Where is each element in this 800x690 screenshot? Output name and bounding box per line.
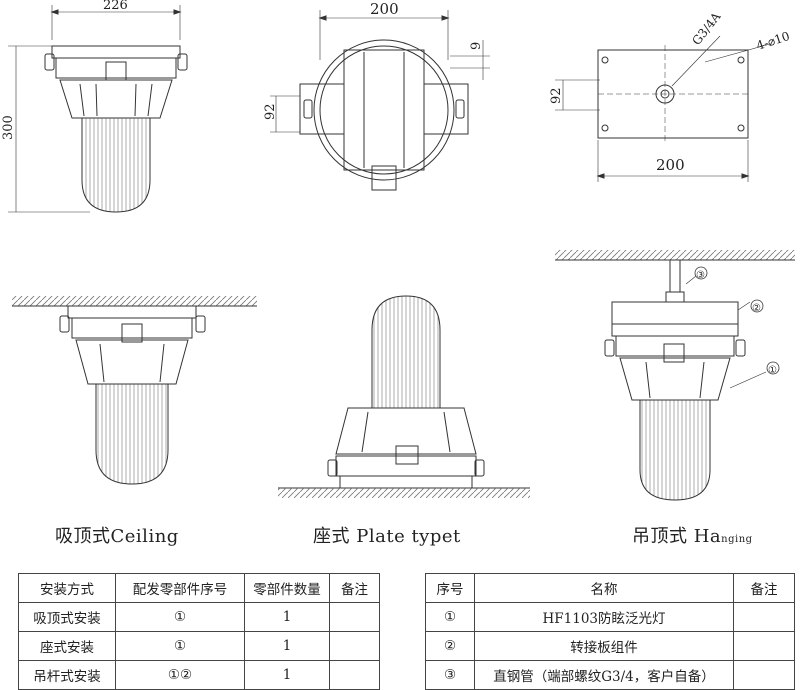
install-cell-qty: 1 <box>244 660 330 690</box>
caption-plate-cn: 座式 <box>313 526 350 547</box>
dim-side-height: 300 <box>1 115 16 140</box>
plate-type-view <box>278 295 530 498</box>
dim-top-offset: 9 <box>469 42 484 50</box>
callout-1: ① <box>768 365 777 376</box>
caption-plate-en: Plate typet <box>356 526 461 547</box>
parts-header-name: 名称 <box>474 573 734 603</box>
table-row: 座式安装 ① 1 <box>18 631 380 661</box>
parts-cell-name: 直钢管（端部螺纹G3/4，客户自备） <box>474 660 734 690</box>
table-row: ① HF1103防眩泛光灯 <box>425 602 795 632</box>
install-cell-qty: 1 <box>244 631 330 661</box>
caption-ceiling-cn: 吸顶式 <box>55 526 111 547</box>
install-cell-method: 吊杆式安装 <box>18 660 116 690</box>
dim-top-height: 92 <box>263 103 278 120</box>
caption-plate: 座式 Plate typet <box>313 522 461 548</box>
parts-cell-note <box>733 602 795 632</box>
install-cell-note <box>329 631 380 661</box>
install-header-method: 安装方式 <box>18 573 116 603</box>
parts-cell-no: ① <box>425 602 475 632</box>
install-cell-qty: 1 <box>244 602 330 632</box>
callout-3: ③ <box>696 270 705 281</box>
parts-table: 序号 名称 备注 ① HF1103防眩泛光灯 ② 转接板组件 ③ 直钢管（端部螺… <box>425 573 795 690</box>
parts-cell-no: ② <box>425 631 475 661</box>
parts-cell-name: HF1103防眩泛光灯 <box>474 602 734 632</box>
install-header-qty: 零部件数量 <box>244 573 330 603</box>
plate-view <box>555 35 771 182</box>
parts-cell-no: ③ <box>425 660 475 690</box>
hanging-mount-view <box>555 250 795 501</box>
parts-table-header: 序号 名称 备注 <box>425 573 795 603</box>
callout-2: ② <box>752 303 761 314</box>
install-cell-method: 吸顶式安装 <box>18 602 116 632</box>
ceiling-mount-view <box>12 296 257 485</box>
install-table: 安装方式 配发零部件序号 零部件数量 备注 吸顶式安装 ① 1 座式安装 ① 1… <box>18 573 380 690</box>
install-cell-parts: ① <box>115 602 245 632</box>
caption-hanging-en-small: nging <box>721 534 753 545</box>
table-row: 吸顶式安装 ① 1 <box>18 602 380 632</box>
side-view <box>8 5 188 213</box>
caption-hanging-cn: 吊顶式 <box>632 526 688 547</box>
table-row: 吊杆式安装 ①② 1 <box>18 660 380 690</box>
install-header-note: 备注 <box>329 573 380 603</box>
top-view <box>270 10 490 191</box>
install-cell-note <box>329 602 380 632</box>
table-row: ② 转接板组件 <box>425 631 795 661</box>
dim-plate-holes: 4-⌀10 <box>755 29 792 53</box>
dim-plate-height: 92 <box>549 87 564 104</box>
install-cell-parts: ①② <box>115 660 245 690</box>
caption-ceiling: 吸顶式Ceiling <box>55 522 179 548</box>
parts-cell-note <box>733 631 795 661</box>
caption-hanging-en-big: Ha <box>693 526 722 547</box>
parts-cell-note <box>733 660 795 690</box>
technical-drawing: 226 300 200 9 92 92 200 G3/4A 4-⌀10 ③ ② … <box>1 0 795 501</box>
dim-plate-thread: G3/4A <box>689 9 723 47</box>
parts-header-no: 序号 <box>425 573 475 603</box>
caption-ceiling-en: Ceiling <box>110 526 179 547</box>
dim-side-width: 226 <box>103 0 128 13</box>
install-cell-parts: ① <box>115 631 245 661</box>
dim-plate-width: 200 <box>656 156 685 174</box>
install-cell-note <box>329 660 380 690</box>
parts-header-note: 备注 <box>733 573 795 603</box>
table-row: ③ 直钢管（端部螺纹G3/4，客户自备） <box>425 660 795 690</box>
install-header-parts: 配发零部件序号 <box>115 573 245 603</box>
install-table-header: 安装方式 配发零部件序号 零部件数量 备注 <box>18 573 380 603</box>
install-cell-method: 座式安装 <box>18 631 116 661</box>
dim-top-width: 200 <box>370 0 399 18</box>
caption-hanging: 吊顶式 Hanging <box>632 522 753 548</box>
parts-cell-name: 转接板组件 <box>474 631 734 661</box>
